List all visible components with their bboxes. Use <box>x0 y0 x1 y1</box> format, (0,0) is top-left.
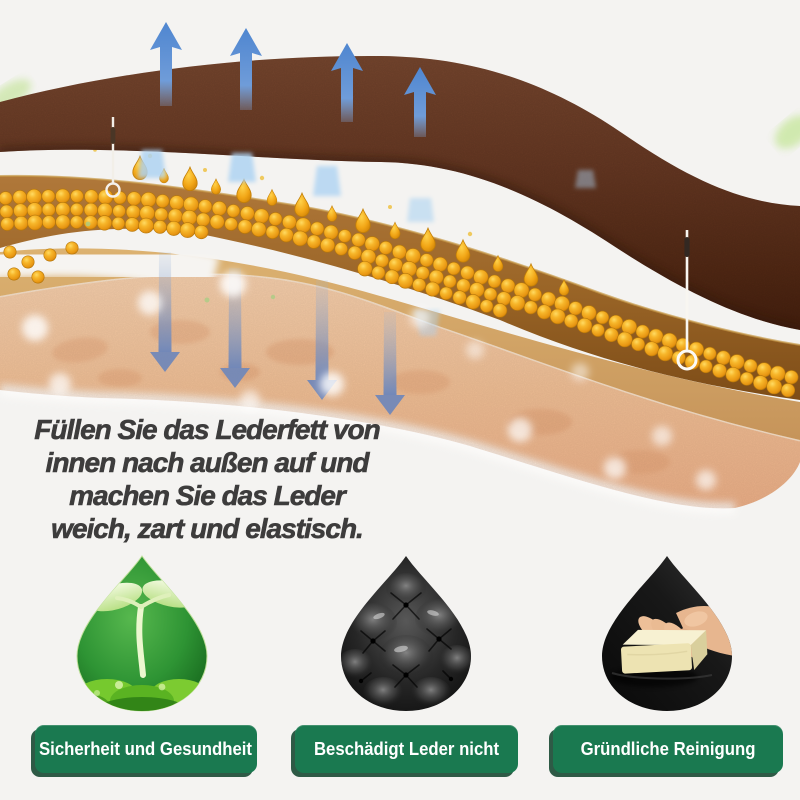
vapor-up-arrows <box>138 150 596 222</box>
breathability-up-arrows <box>150 22 436 137</box>
sponge <box>620 629 708 674</box>
caption-line: machen Sie das Leder <box>69 480 346 512</box>
needle-pin-right <box>676 230 698 371</box>
feature-badge-no-damage: Beschädigt Leder nicht <box>295 725 518 773</box>
green-flecks <box>85 221 276 303</box>
caption-line: weich, zart und elastisch. <box>51 513 364 545</box>
badge-label: Beschädigt Leder nicht <box>313 738 500 759</box>
feature-badge-safety: Sicherheit und Gesundheit <box>35 725 257 773</box>
leather-cross-section-diagram <box>0 22 800 515</box>
down-arrows <box>150 252 440 415</box>
caption-line: Füllen Sie das Lederfett von <box>34 414 381 446</box>
feature-badge-deep-clean: Gründliche Reinigung <box>553 725 783 773</box>
tufted-leather-texture <box>341 573 471 709</box>
badge-label: Sicherheit und Gesundheit <box>39 738 253 759</box>
grease-bead-rows <box>0 188 799 398</box>
leather-sofa-droplet-icon <box>341 556 471 711</box>
badge-label: Gründliche Reinigung <box>580 738 756 759</box>
tiny-grease-dots <box>93 148 473 237</box>
loose-grease-beads <box>3 241 79 284</box>
caption-text: Füllen Sie das Lederfett von innen nach … <box>2 413 412 545</box>
needle-pin-left <box>105 117 121 198</box>
layer-gap <box>0 236 220 295</box>
seedling-droplet-icon <box>76 555 208 712</box>
caption-line: innen nach außen auf und <box>45 447 370 479</box>
sponge-hand-droplet-icon <box>602 556 732 711</box>
highlight-spots <box>22 271 716 490</box>
